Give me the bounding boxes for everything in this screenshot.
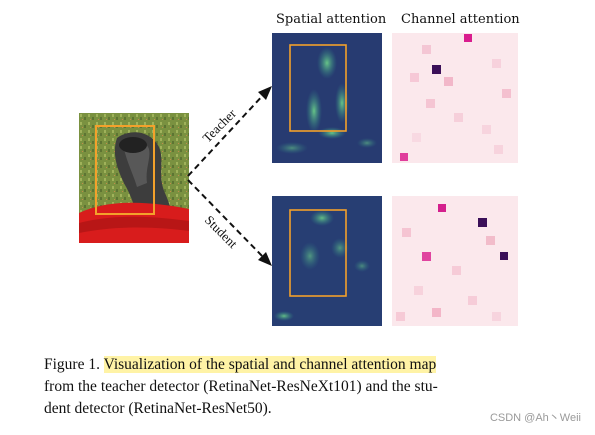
watermark: CSDN @Ah丶Weii [489, 412, 581, 424]
student-spatial-map [272, 196, 382, 326]
caption-line-3: dent detector (RetinaNet-ResNet50). [44, 400, 272, 417]
caption-highlight: Visualization of the spatial and channel… [103, 356, 437, 373]
teacher-spatial-map [272, 33, 382, 163]
header-spatial-attention: Spatial attention [276, 12, 387, 27]
header-channel-attention: Channel attention [401, 12, 520, 27]
caption-line-2: from the teacher detector (RetinaNet-Res… [44, 378, 438, 395]
branch-arrows [187, 86, 272, 266]
figure-caption: Figure 1. Visualization of the spatial a… [44, 354, 564, 420]
teacher-channel-map [392, 33, 518, 163]
caption-label: Figure 1. [44, 356, 100, 373]
input-image [79, 113, 189, 243]
student-channel-map [392, 196, 518, 326]
caption-line-1: Figure 1. Visualization of the spatial a… [44, 354, 564, 376]
